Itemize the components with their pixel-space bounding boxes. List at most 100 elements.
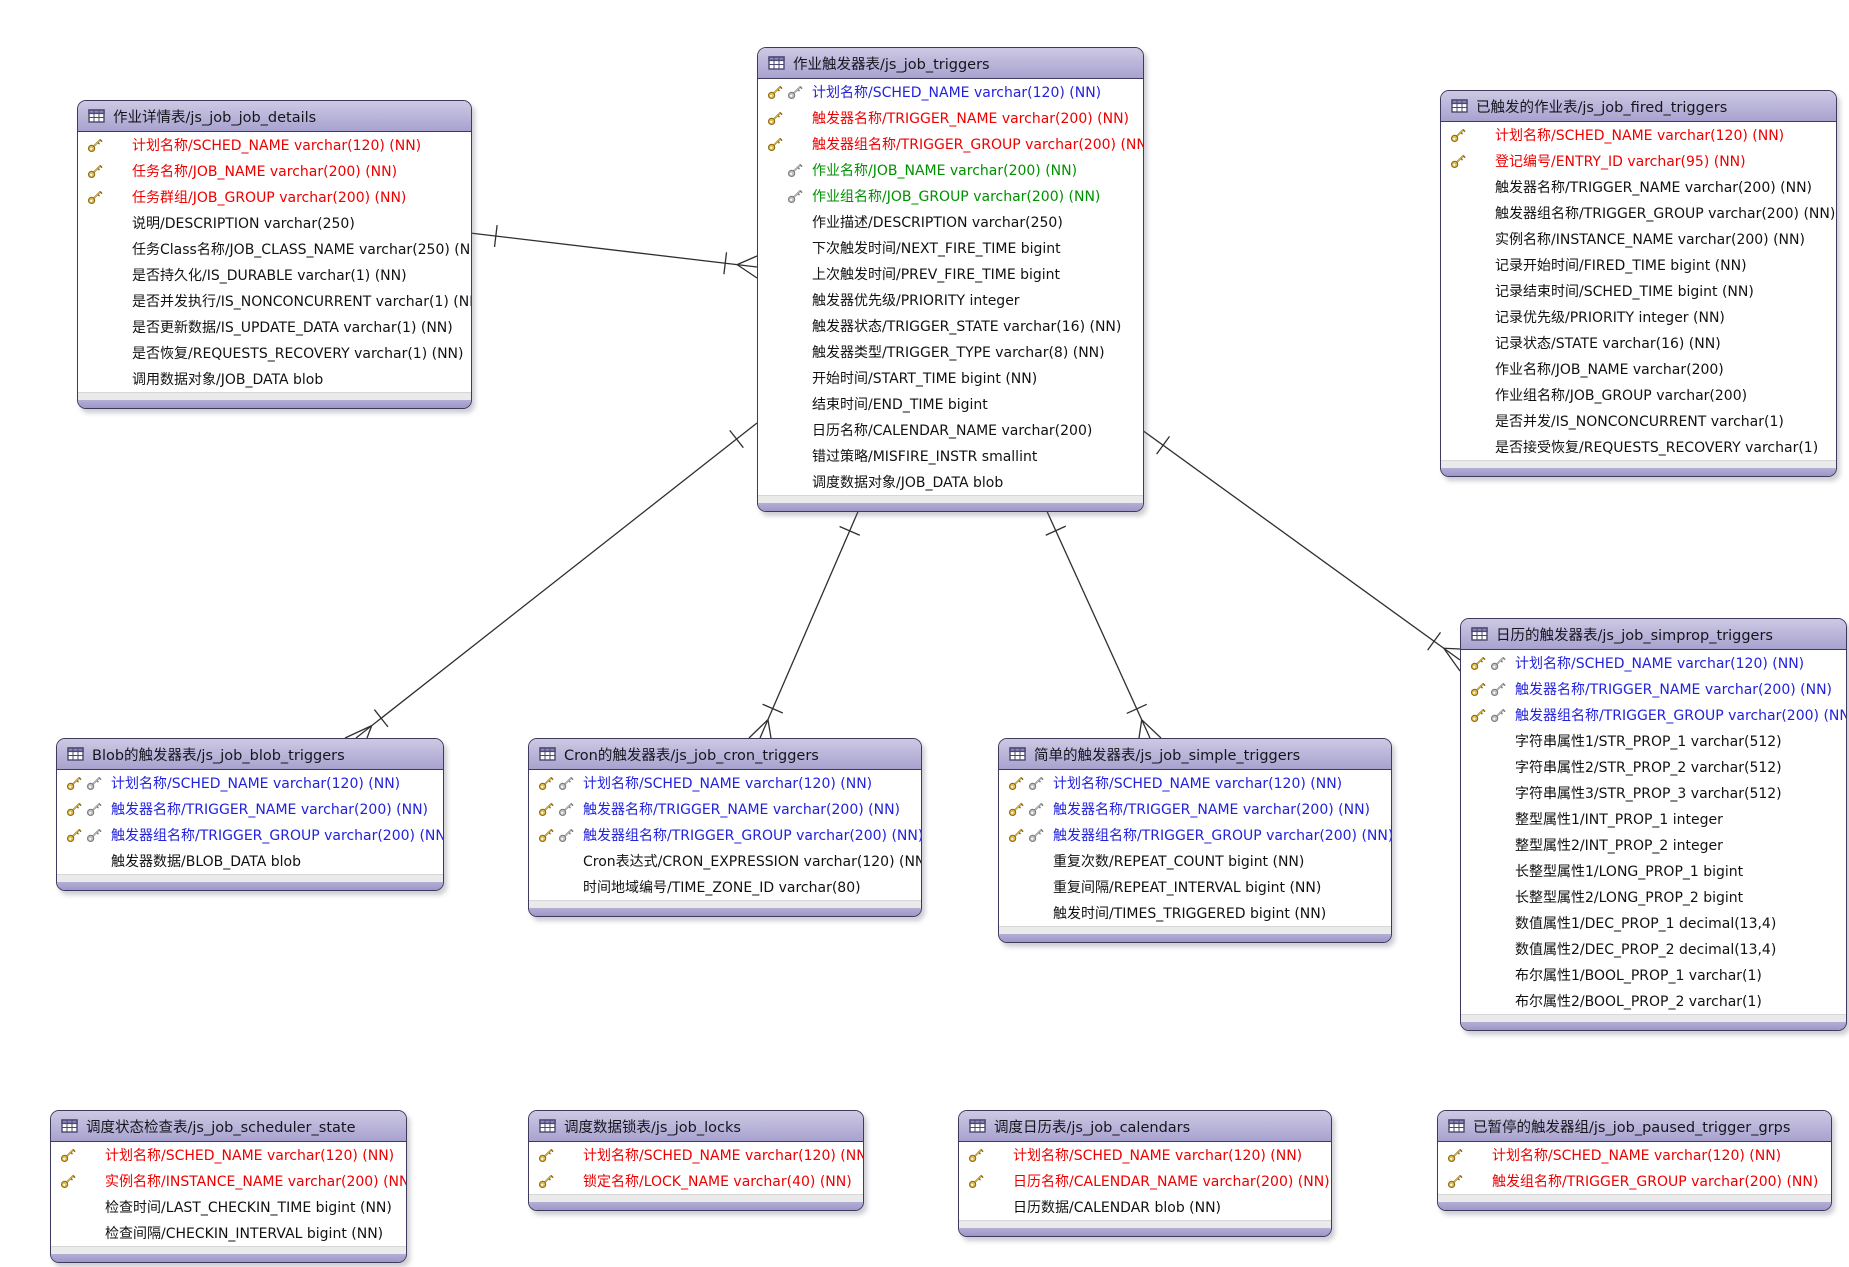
entity-column-row[interactable]: 触发组名称/TRIGGER_GROUP varchar(200) (NN) [1438,1168,1831,1194]
entity-column-row[interactable]: 记录结束时间/SCHED_TIME bigint (NN) [1441,278,1836,304]
entity-column-row[interactable]: 开始时间/START_TIME bigint (NN) [758,365,1143,391]
entity-column-row[interactable]: 是否更新数据/IS_UPDATE_DATA varchar(1) (NN) [78,314,471,340]
entity-table-header[interactable]: 已触发的作业表/js_job_fired_triggers [1441,91,1836,122]
entity-table-header[interactable]: 调度状态检查表/js_job_scheduler_state [51,1111,406,1142]
entity-column-row[interactable]: 触发器名称/TRIGGER_NAME varchar(200) (NN) [529,796,921,822]
entity-column-row[interactable]: 触发器优先级/PRIORITY integer [758,287,1143,313]
entity-column-row[interactable]: 触发器类型/TRIGGER_TYPE varchar(8) (NN) [758,339,1143,365]
entity-column-row[interactable]: 触发器名称/TRIGGER_NAME varchar(200) (NN) [758,105,1143,131]
entity-column-row[interactable]: 登记编号/ENTRY_ID varchar(95) (NN) [1441,148,1836,174]
entity-column-row[interactable]: 错过策略/MISFIRE_INSTR smallint [758,443,1143,469]
entity-column-row[interactable]: 下次触发时间/NEXT_FIRE_TIME bigint [758,235,1143,261]
entity-column-row[interactable]: 整型属性2/INT_PROP_2 integer [1461,832,1846,858]
entity-column-row[interactable]: 布尔属性1/BOOL_PROP_1 varchar(1) [1461,962,1846,988]
entity-column-row[interactable]: 锁定名称/LOCK_NAME varchar(40) (NN) [529,1168,863,1194]
entity-column-row[interactable]: 触发器数据/BLOB_DATA blob [57,848,443,874]
entity-column-row[interactable]: 触发器组名称/TRIGGER_GROUP varchar(200) (NN) [1441,200,1836,226]
entity-column-row[interactable]: 计划名称/SCHED_NAME varchar(120) (NN) [78,132,471,158]
entity-table-header[interactable]: 作业触发器表/js_job_triggers [758,48,1143,79]
entity-column-row[interactable]: 数值属性2/DEC_PROP_2 decimal(13,4) [1461,936,1846,962]
entity-table-header[interactable]: 调度日历表/js_job_calendars [959,1111,1331,1142]
entity-column-row[interactable]: 触发器组名称/TRIGGER_GROUP varchar(200) (NN) [57,822,443,848]
entity-column-row[interactable]: 作业名称/JOB_NAME varchar(200) (NN) [758,157,1143,183]
entity-column-row[interactable]: 调度数据对象/JOB_DATA blob [758,469,1143,495]
entity-column-row[interactable]: 计划名称/SCHED_NAME varchar(120) (NN) [1461,650,1846,676]
entity-column-row[interactable]: 上次触发时间/PREV_FIRE_TIME bigint [758,261,1143,287]
entity-column-row[interactable]: 时间地域编号/TIME_ZONE_ID varchar(80) [529,874,921,900]
entity-column-row[interactable]: 调用数据对象/JOB_DATA blob [78,366,471,392]
entity-column-row[interactable]: 计划名称/SCHED_NAME varchar(120) (NN) [529,770,921,796]
entity-column-row[interactable]: 说明/DESCRIPTION varchar(250) [78,210,471,236]
entity-column-row[interactable]: 日历名称/CALENDAR_NAME varchar(200) (NN) [959,1168,1331,1194]
entity-column-row[interactable]: 记录状态/STATE varchar(16) (NN) [1441,330,1836,356]
entity-column-row[interactable]: 是否并发执行/IS_NONCONCURRENT varchar(1) (NN) [78,288,471,314]
entity-column-row[interactable]: 长整型属性2/LONG_PROP_2 bigint [1461,884,1846,910]
entity-column-row[interactable]: 触发器组名称/TRIGGER_GROUP varchar(200) (NN) [529,822,921,848]
entity-column-row[interactable]: 触发器组名称/TRIGGER_GROUP varchar(200) (NN) [999,822,1391,848]
entity-column-row[interactable]: 任务群组/JOB_GROUP varchar(200) (NN) [78,184,471,210]
entity-column-row[interactable]: 触发器状态/TRIGGER_STATE varchar(16) (NN) [758,313,1143,339]
entity-column-row[interactable]: Cron表达式/CRON_EXPRESSION varchar(120) (NN… [529,848,921,874]
entity-column-row[interactable]: 计划名称/SCHED_NAME varchar(120) (NN) [959,1142,1331,1168]
entity-column-row[interactable]: 字符串属性1/STR_PROP_1 varchar(512) [1461,728,1846,754]
entity-column-row[interactable]: 数值属性1/DEC_PROP_1 decimal(13,4) [1461,910,1846,936]
entity-column-row[interactable]: 作业描述/DESCRIPTION varchar(250) [758,209,1143,235]
entity-column-row[interactable]: 是否接受恢复/REQUESTS_RECOVERY varchar(1) [1441,434,1836,460]
entity-column-row[interactable]: 作业组名称/JOB_GROUP varchar(200) (NN) [758,183,1143,209]
entity-column-row[interactable]: 结束时间/END_TIME bigint [758,391,1143,417]
entity-column-row[interactable]: 计划名称/SCHED_NAME varchar(120) (NN) [529,1142,863,1168]
entity-column-row[interactable]: 字符串属性2/STR_PROP_2 varchar(512) [1461,754,1846,780]
entity-column-row[interactable]: 实例名称/INSTANCE_NAME varchar(200) (NN) [1441,226,1836,252]
entity-column-row[interactable]: 整型属性1/INT_PROP_1 integer [1461,806,1846,832]
entity-column-row[interactable]: 触发器名称/TRIGGER_NAME varchar(200) (NN) [1461,676,1846,702]
entity-column-row[interactable]: 触发时间/TIMES_TRIGGERED bigint (NN) [999,900,1391,926]
entity-column-row[interactable]: 计划名称/SCHED_NAME varchar(120) (NN) [1441,122,1836,148]
entity-column-row[interactable]: 作业名称/JOB_NAME varchar(200) [1441,356,1836,382]
entity-column-row[interactable]: 触发器组名称/TRIGGER_GROUP varchar(200) (NN) [758,131,1143,157]
entity-column-row[interactable]: 触发器名称/TRIGGER_NAME varchar(200) (NN) [57,796,443,822]
entity-column-row[interactable]: 触发器组名称/TRIGGER_GROUP varchar(200) (NN) [1461,702,1846,728]
entity-column-row[interactable]: 计划名称/SCHED_NAME varchar(120) (NN) [1438,1142,1831,1168]
entity-column-row[interactable]: 重复次数/REPEAT_COUNT bigint (NN) [999,848,1391,874]
entity-column-row[interactable]: 计划名称/SCHED_NAME varchar(120) (NN) [758,79,1143,105]
entity-table-header[interactable]: 已暂停的触发器组/js_job_paused_trigger_grps [1438,1111,1831,1142]
entity-table-header[interactable]: 作业详情表/js_job_job_details [78,101,471,132]
entity-column-row[interactable]: 触发器名称/TRIGGER_NAME varchar(200) (NN) [1441,174,1836,200]
entity-column-row[interactable]: 计划名称/SCHED_NAME varchar(120) (NN) [999,770,1391,796]
entity-column-row[interactable]: 触发器名称/TRIGGER_NAME varchar(200) (NN) [999,796,1391,822]
entity-column-row[interactable]: 日历数据/CALENDAR blob (NN) [959,1194,1331,1220]
entity-column-row[interactable]: 实例名称/INSTANCE_NAME varchar(200) (NN) [51,1168,406,1194]
entity-table-header[interactable]: Blob的触发器表/js_job_blob_triggers [57,739,443,770]
entity-column-row[interactable]: 是否并发/IS_NONCONCURRENT varchar(1) [1441,408,1836,434]
entity-column-row[interactable]: 计划名称/SCHED_NAME varchar(120) (NN) [51,1142,406,1168]
entity-table-header[interactable]: 简单的触发器表/js_job_simple_triggers [999,739,1391,770]
entity-column-row[interactable]: 日历名称/CALENDAR_NAME varchar(200) [758,417,1143,443]
entity-table-header[interactable]: Cron的触发器表/js_job_cron_triggers [529,739,921,770]
entity-column-row[interactable]: 检查时间/LAST_CHECKIN_TIME bigint (NN) [51,1194,406,1220]
entity-column-row[interactable]: 记录开始时间/FIRED_TIME bigint (NN) [1441,252,1836,278]
entity-column-row[interactable]: 记录优先级/PRIORITY integer (NN) [1441,304,1836,330]
entity-column-row[interactable]: 作业组名称/JOB_GROUP varchar(200) [1441,382,1836,408]
entity-column-row[interactable]: 字符串属性3/STR_PROP_3 varchar(512) [1461,780,1846,806]
entity-column-row[interactable]: 长整型属性1/LONG_PROP_1 bigint [1461,858,1846,884]
entity-column-row[interactable]: 是否恢复/REQUESTS_RECOVERY varchar(1) (NN) [78,340,471,366]
entity-column-row[interactable]: 任务名称/JOB_NAME varchar(200) (NN) [78,158,471,184]
entity-table-header[interactable]: 调度数据锁表/js_job_locks [529,1111,863,1142]
entity-column-row[interactable]: 布尔属性2/BOOL_PROP_2 varchar(1) [1461,988,1846,1014]
entity-column-row[interactable]: 检查间隔/CHECKIN_INTERVAL bigint (NN) [51,1220,406,1246]
entity-column-row[interactable]: 重复间隔/REPEAT_INTERVAL bigint (NN) [999,874,1391,900]
entity-column-row[interactable]: 计划名称/SCHED_NAME varchar(120) (NN) [57,770,443,796]
entity-column-row[interactable]: 任务Class名称/JOB_CLASS_NAME varchar(250) (N… [78,236,471,262]
entity-table-header[interactable]: 日历的触发器表/js_job_simprop_triggers [1461,619,1846,650]
